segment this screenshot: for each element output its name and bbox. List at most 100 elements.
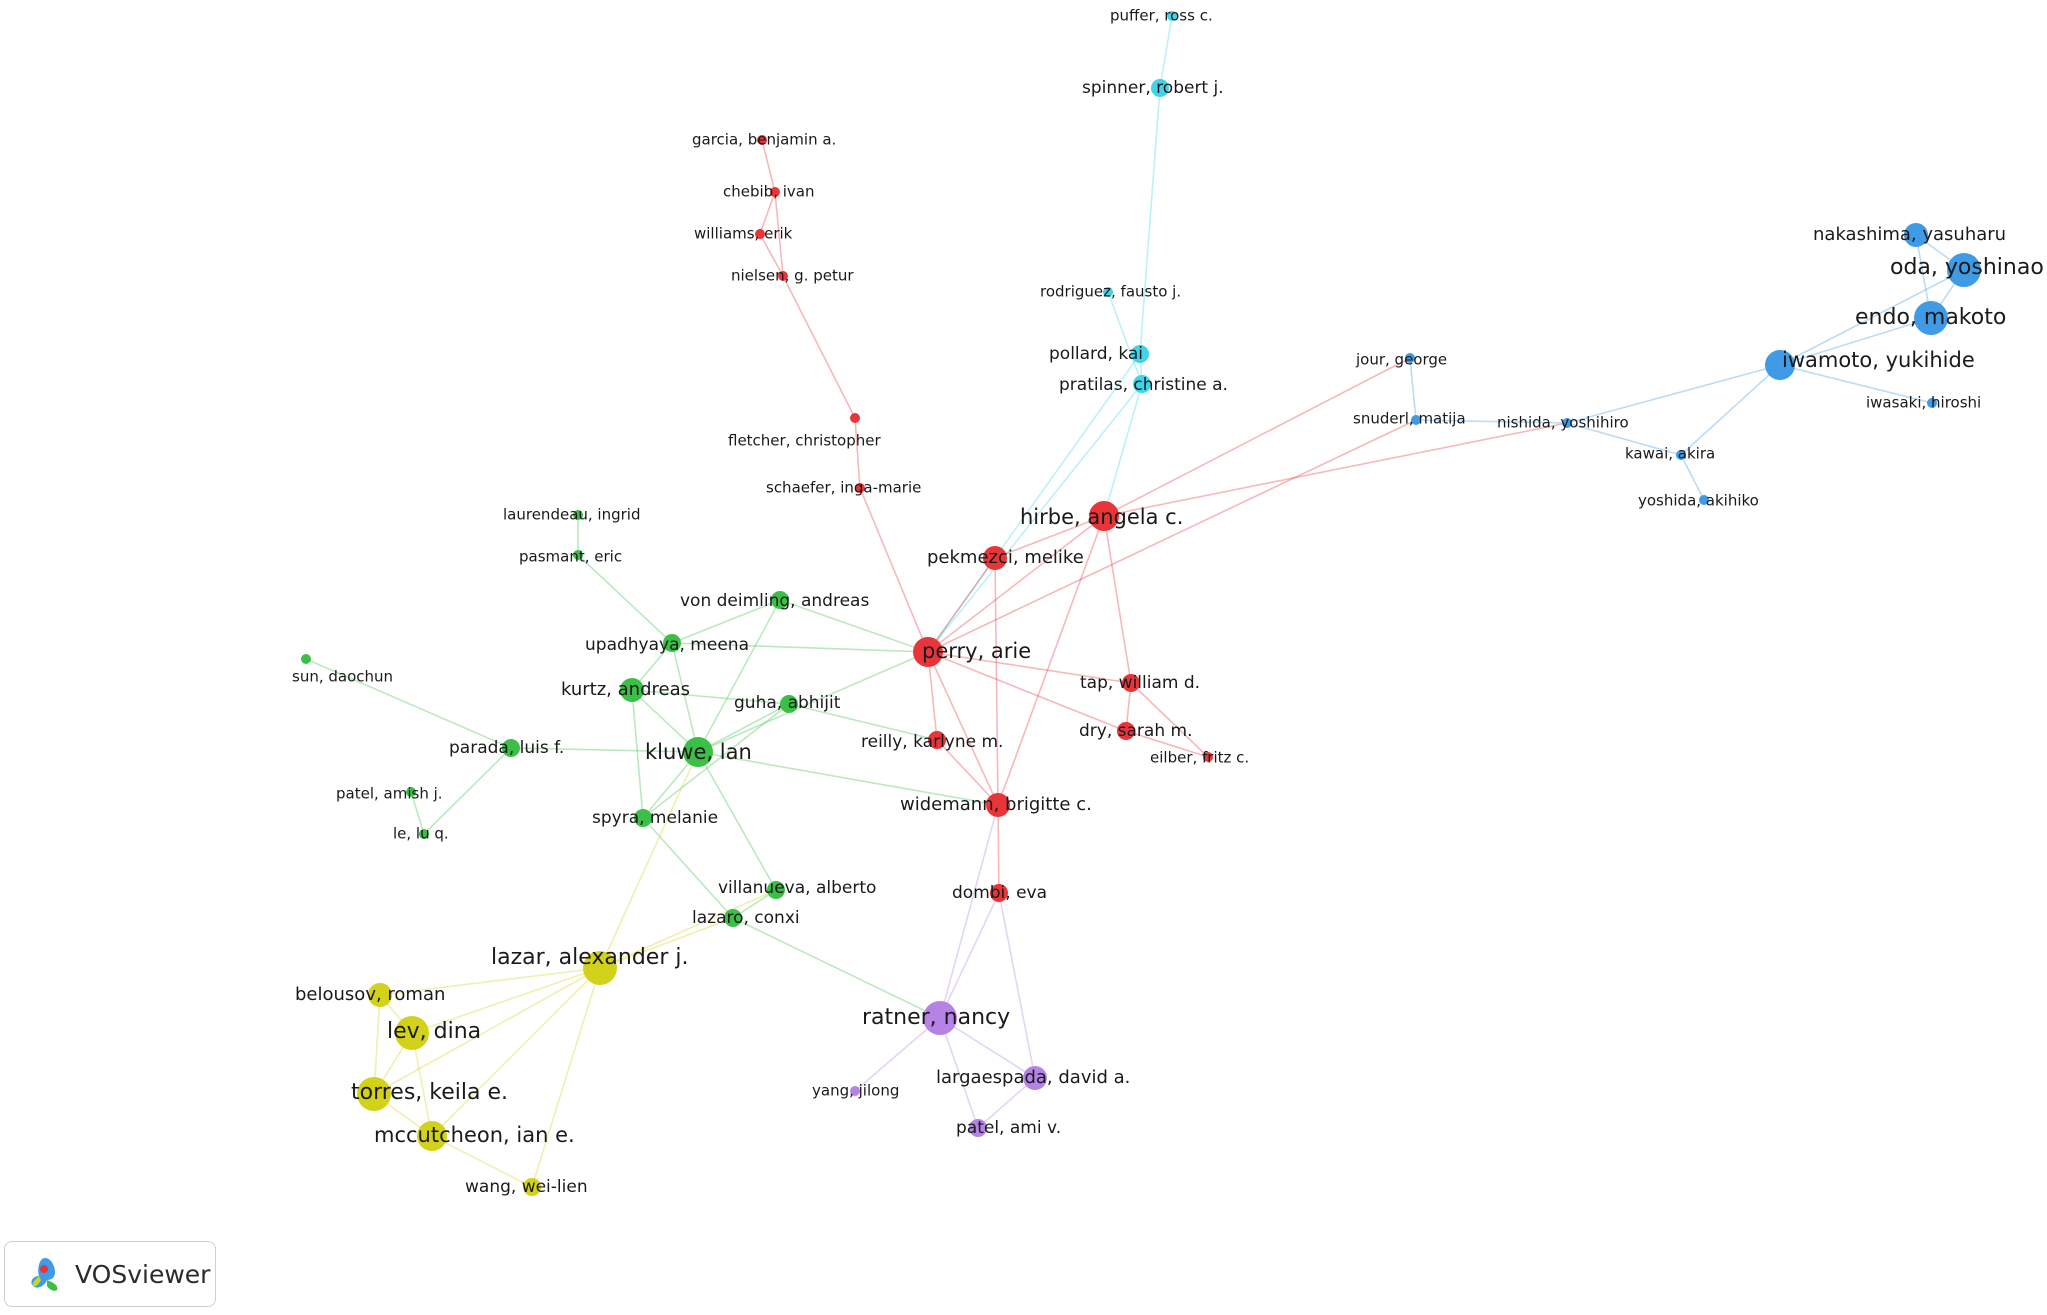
node-kurtz[interactable] (620, 678, 644, 702)
node-eilber[interactable] (1203, 752, 1213, 762)
node-yang[interactable] (850, 1086, 860, 1096)
node-parada[interactable] (502, 739, 520, 757)
edge-lazar-mccutcheon (431, 967, 601, 1137)
edge-puffer-spinner (1159, 15, 1173, 89)
edge-iwamoto-kawai (1680, 364, 1781, 456)
node-lazar[interactable] (583, 951, 617, 985)
node-wang[interactable] (523, 1178, 541, 1196)
edge-williams-nielsen (759, 233, 784, 277)
node-kluwe[interactable] (683, 737, 713, 767)
vosviewer-badge[interactable]: VOSviewer (4, 1241, 216, 1307)
edge-vondeimling-kluwe (697, 599, 781, 753)
edge-largaespada-dombi (998, 892, 1036, 1079)
node-schaefer[interactable] (855, 483, 865, 493)
node-patelamish[interactable] (406, 787, 416, 797)
network-labels: puffer, ross c.spinner, robert j.rodrigu… (292, 7, 2044, 1198)
label-tap: tap, william d. (1080, 673, 1200, 693)
node-laurendeau[interactable] (573, 510, 583, 520)
node-upadhyaya[interactable] (663, 634, 681, 652)
node-reilly[interactable] (928, 731, 946, 749)
node-belousov[interactable] (368, 983, 392, 1007)
label-eilber: eilber, fritz c. (1150, 749, 1249, 767)
label-sun: sun, daochun (292, 668, 393, 686)
node-patelami[interactable] (969, 1119, 987, 1137)
node-ratner[interactable] (923, 1001, 957, 1035)
edge-ratner-patelami (939, 1017, 979, 1129)
edge-rodriguez-pratilas (1107, 291, 1143, 385)
node-jour[interactable] (1405, 353, 1415, 363)
node-vondeimling[interactable] (771, 591, 789, 609)
node-dry[interactable] (1117, 722, 1135, 740)
node-yoshida[interactable] (1699, 495, 1709, 505)
label-laurendeau: laurendeau, ingrid (503, 506, 640, 524)
node-iwasaki[interactable] (1927, 398, 1937, 408)
edge-perry-snuderl (927, 419, 1417, 653)
label-wang: wang, wei-lien (465, 1177, 588, 1197)
edge-dry-eilber (1125, 730, 1209, 758)
edge-spinner-pollard (1139, 87, 1161, 355)
label-pekmezci: pekmezci, melike (927, 547, 1084, 568)
node-tap[interactable] (1122, 674, 1140, 692)
node-kawai[interactable] (1676, 450, 1686, 460)
edge-upadhyaya-perry (671, 642, 929, 653)
node-perry[interactable] (913, 637, 943, 667)
node-iwamoto[interactable] (1765, 350, 1795, 380)
edge-ratner-dombi (939, 892, 1000, 1019)
label-nakashima: nakashima, yasuharu (1813, 224, 2006, 245)
label-rodriguez: rodriguez, fausto j. (1040, 283, 1181, 301)
node-fletcher[interactable] (850, 413, 860, 423)
node-pekmezci[interactable] (983, 546, 1007, 570)
node-garcia[interactable] (757, 135, 767, 145)
label-patelamish: patel, amish j. (336, 785, 443, 803)
node-nakashima[interactable] (1904, 223, 1928, 247)
label-torres: torres, keila e. (351, 1080, 508, 1105)
node-pratilas[interactable] (1133, 375, 1151, 393)
node-spyra[interactable] (634, 809, 652, 827)
edge-iwamoto-oda (1779, 269, 1965, 366)
edge-sun-parada (305, 658, 512, 749)
edge-spyra-guha (642, 703, 790, 819)
node-dombi[interactable] (990, 884, 1008, 902)
node-widemann[interactable] (986, 793, 1010, 817)
node-lazaro[interactable] (724, 909, 742, 927)
node-pasmant[interactable] (573, 550, 583, 560)
node-williams[interactable] (755, 229, 765, 239)
label-parada: parada, luis f. (449, 738, 564, 758)
edge-hirbe-pekmezci (994, 515, 1105, 559)
node-chebib[interactable] (770, 187, 780, 197)
node-rodriguez[interactable] (1103, 287, 1113, 297)
edge-kurtz-guha (631, 689, 790, 705)
node-mccutcheon[interactable] (417, 1121, 447, 1151)
edge-reilly-widemann (936, 739, 999, 806)
vosviewer-logo-icon (31, 1258, 58, 1291)
edge-spyra-lazaro (642, 817, 734, 919)
node-torres[interactable] (357, 1077, 391, 1111)
node-oda[interactable] (1947, 253, 1981, 287)
edge-lazar-lazaro (599, 917, 734, 969)
node-puffer[interactable] (1167, 11, 1177, 21)
node-endo[interactable] (1914, 301, 1948, 335)
node-sun[interactable] (301, 654, 311, 664)
node-lelu[interactable] (419, 829, 429, 839)
label-pollard: pollard, kai (1049, 344, 1143, 364)
edge-ratner-largaespada (939, 1017, 1036, 1079)
node-snuderl[interactable] (1411, 415, 1421, 425)
node-spinner[interactable] (1151, 79, 1169, 97)
node-largaespada[interactable] (1023, 1066, 1047, 1090)
node-guha[interactable] (780, 695, 798, 713)
edge-pekmezci-perry (927, 557, 996, 653)
label-perry: perry, arie (922, 639, 1031, 663)
node-nielsen[interactable] (778, 271, 788, 281)
edge-parada-lelu (423, 747, 512, 835)
node-pollard[interactable] (1131, 345, 1149, 363)
node-nishida[interactable] (1562, 418, 1572, 428)
edge-schaefer-perry (859, 487, 929, 653)
edge-lazar-torres (373, 967, 601, 1095)
node-lev[interactable] (395, 1016, 429, 1050)
label-iwasaki: iwasaki, hiroshi (1866, 394, 1981, 412)
node-hirbe[interactable] (1089, 501, 1119, 531)
edge-kluwe-villanueva (697, 751, 777, 891)
edge-vondeimling-upadhyaya (671, 599, 781, 644)
label-jour: jour, george (1355, 351, 1447, 369)
node-villanueva[interactable] (767, 881, 785, 899)
